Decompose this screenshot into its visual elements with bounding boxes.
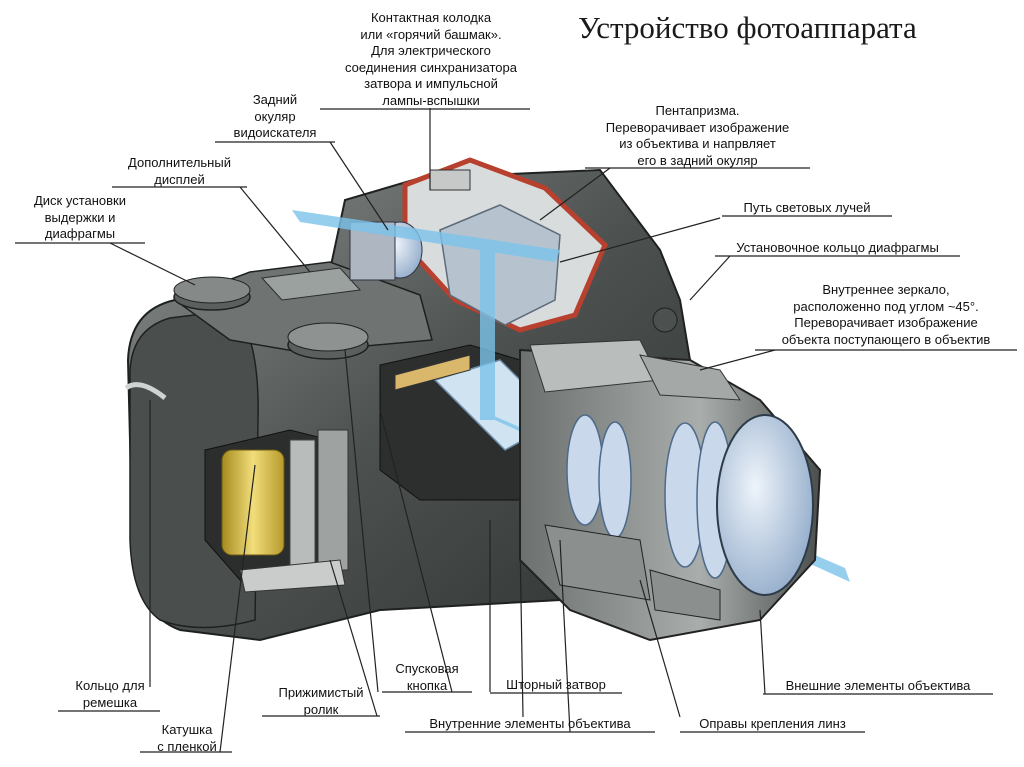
page-title: Устройство фотоаппарата bbox=[578, 10, 917, 45]
film-compartment bbox=[204, 429, 349, 593]
label-inner-lens: Внутренние элементы объектива bbox=[429, 716, 631, 731]
label-extra-display: Дополнительный дисплей bbox=[128, 155, 231, 187]
leader-lines bbox=[109, 108, 776, 753]
label-eyepiece: Задний окуляр видоискателя bbox=[233, 92, 317, 140]
label-pressure-roller: Прижимистый ролик bbox=[278, 685, 364, 717]
label-light-path: Путь световых лучей bbox=[743, 200, 871, 215]
lens-barrel bbox=[519, 339, 822, 642]
label-curtain-shutter: Шторный затвор bbox=[506, 677, 606, 692]
label-hot-shoe: Контактная колодка или «горячий башмак».… bbox=[345, 10, 517, 108]
label-aperture-ring: Установочное кольцо диафрагмы bbox=[736, 240, 939, 255]
label-film-spool: Катушка с пленкой bbox=[157, 722, 217, 754]
label-pentaprism: Пентапризма. Переворачивает изображение … bbox=[605, 103, 790, 168]
label-shutter-button: Спусковая кнопка bbox=[395, 661, 459, 693]
label-exposure-dial: Диск установки выдержки и диафрагмы bbox=[33, 193, 127, 241]
label-mirror: Внутреннее зеркало, расположенно под угл… bbox=[781, 282, 991, 347]
label-lens-mounts: Оправы крепления линз bbox=[699, 716, 846, 731]
label-outer-lens: Внешние элементы объектива bbox=[785, 678, 971, 693]
label-strap-ring: Кольцо для ремешка bbox=[75, 678, 145, 710]
